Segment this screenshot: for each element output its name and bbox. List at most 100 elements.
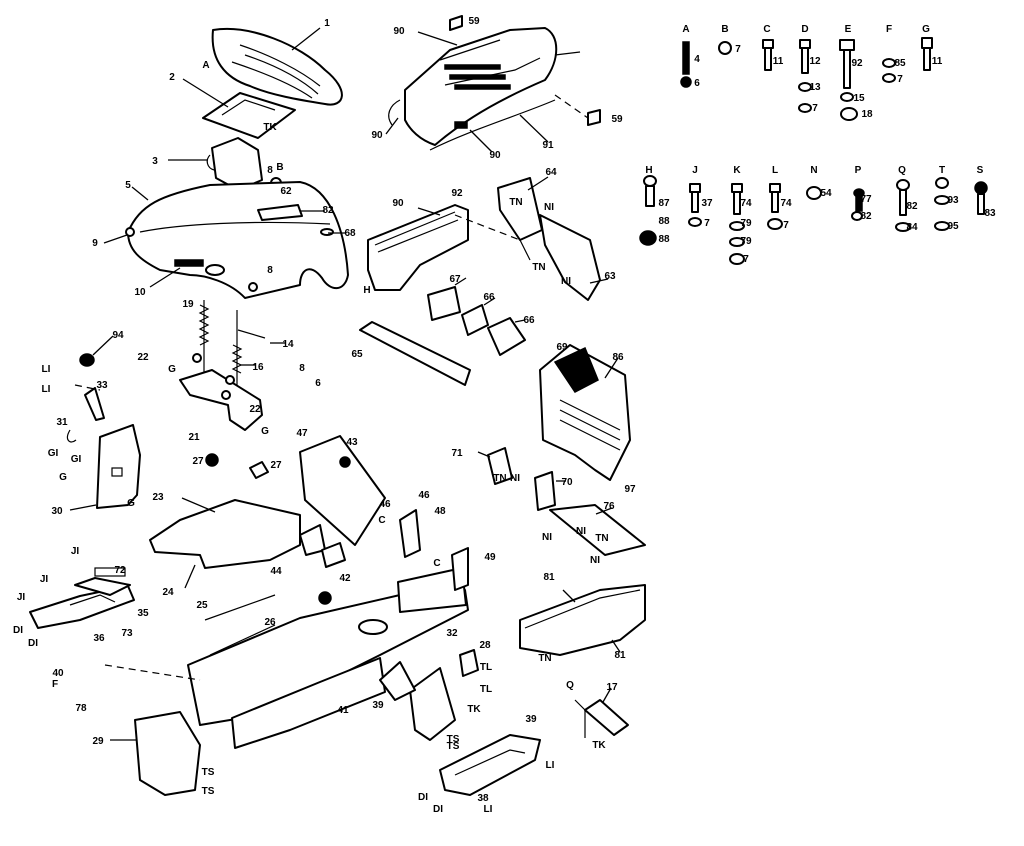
hardware-letter-F: F bbox=[886, 24, 892, 35]
hardware-letter-P: P bbox=[855, 165, 862, 176]
callout-c66b: 66 bbox=[523, 315, 535, 326]
ref-r11: G bbox=[127, 498, 135, 509]
ref-r34: NI bbox=[544, 202, 554, 213]
callout-c40: 40 bbox=[52, 668, 64, 679]
hardware-letter-A: A bbox=[682, 24, 689, 35]
hardware-letter-H: H bbox=[645, 165, 652, 176]
ref-r4: G bbox=[168, 364, 176, 375]
hardware-part-E-2: 18 bbox=[861, 109, 873, 120]
ref-r13: JI bbox=[40, 574, 49, 585]
hardware-part-L-0: 74 bbox=[780, 198, 792, 209]
callout-c38: 38 bbox=[477, 793, 489, 804]
hardware-part-Q-0: 82 bbox=[906, 201, 918, 212]
ref-r25: TS bbox=[447, 741, 460, 752]
step-plate bbox=[549, 504, 646, 556]
hardware-letter-Q: Q bbox=[898, 165, 906, 176]
hardware-part-A-1: 6 bbox=[694, 78, 700, 89]
ref-r5: G bbox=[261, 426, 269, 437]
callout-c72: 72 bbox=[114, 565, 126, 576]
ref-r30: LI bbox=[546, 760, 555, 771]
callout-c82: 82 bbox=[322, 205, 334, 216]
ref-r37: TN bbox=[493, 473, 506, 484]
ref-r1: A bbox=[202, 60, 209, 71]
ref-r40: NI bbox=[576, 526, 586, 537]
fender bbox=[103, 181, 349, 299]
callout-c71: 71 bbox=[451, 448, 463, 459]
callout-c39a: 39 bbox=[372, 700, 384, 711]
ref-r21: C bbox=[433, 558, 440, 569]
callout-c8b: 8 bbox=[267, 165, 273, 176]
callout-c2: 2 bbox=[169, 72, 175, 83]
seat bbox=[211, 27, 343, 106]
callout-c63: 63 bbox=[604, 271, 616, 282]
main-frame bbox=[104, 567, 469, 749]
callout-c46b: 46 bbox=[379, 499, 391, 510]
callout-c90d: 90 bbox=[392, 198, 404, 209]
hardware-letter-D: D bbox=[801, 24, 808, 35]
ref-r17: F bbox=[52, 679, 58, 690]
hardware-letter-C: C bbox=[763, 24, 770, 35]
callout-c39b: 39 bbox=[525, 714, 537, 725]
ref-r9: GI bbox=[71, 454, 82, 465]
callout-c48: 48 bbox=[434, 506, 446, 517]
ref-r36: NI bbox=[561, 276, 571, 287]
callout-c25: 25 bbox=[196, 600, 208, 611]
callout-c23: 23 bbox=[152, 492, 164, 503]
ref-r7: LI bbox=[42, 384, 51, 395]
hardware-part-D-0: 12 bbox=[809, 56, 821, 67]
callout-c73: 73 bbox=[121, 628, 133, 639]
hardware-part-K-1: 79 bbox=[740, 218, 752, 229]
ref-r2: TK bbox=[263, 122, 277, 133]
hardware-part-E-1: 15 bbox=[853, 93, 865, 104]
hardware-letter-L: L bbox=[772, 165, 778, 176]
hardware-part-A-0: 4 bbox=[694, 54, 700, 65]
callout-c47: 47 bbox=[296, 428, 308, 439]
hardware-part-E-0: 92 bbox=[851, 58, 863, 69]
ref-r42: NI bbox=[590, 555, 600, 566]
ref-r32: H bbox=[363, 285, 370, 296]
hardware-part-K-3: 7 bbox=[743, 254, 749, 265]
lift-brackets bbox=[359, 277, 526, 386]
callout-c64: 64 bbox=[545, 167, 557, 178]
callout-c22a: 22 bbox=[137, 352, 149, 363]
ref-r29: LI bbox=[484, 804, 493, 815]
ref-r18: TS bbox=[202, 767, 215, 778]
callout-c81a: 81 bbox=[543, 572, 555, 583]
ref-r43: TN bbox=[538, 653, 551, 664]
ref-r35: TN bbox=[532, 262, 545, 273]
callout-c65: 65 bbox=[351, 349, 363, 360]
callout-c19: 19 bbox=[182, 299, 194, 310]
hardware-part-K-0: 74 bbox=[740, 198, 752, 209]
callout-c90a: 90 bbox=[393, 26, 405, 37]
hardware-part-D-2: 7 bbox=[812, 103, 818, 114]
control-bracket bbox=[497, 176, 609, 301]
hardware-part-N-0: 54 bbox=[820, 188, 832, 199]
callout-c27a: 27 bbox=[192, 456, 204, 467]
callout-c76: 76 bbox=[603, 501, 615, 512]
callout-c28: 28 bbox=[479, 640, 491, 651]
battery-tray bbox=[149, 453, 301, 589]
hardware-letter-S: S bbox=[977, 165, 984, 176]
callout-c90c: 90 bbox=[489, 150, 501, 161]
seat-mount-bracket bbox=[179, 369, 263, 431]
dash-panel bbox=[367, 204, 521, 291]
hardware-part-S-0: 83 bbox=[984, 208, 996, 219]
ref-r12: JI bbox=[71, 546, 80, 557]
left-side-panel bbox=[66, 335, 141, 511]
callout-c59a: 59 bbox=[468, 16, 480, 27]
hardware-part-D-1: 13 bbox=[809, 82, 821, 93]
ref-r16: DI bbox=[28, 638, 38, 649]
left-footrest bbox=[29, 567, 135, 629]
hardware-letter-B: B bbox=[721, 24, 728, 35]
callout-c8a: 8 bbox=[267, 265, 273, 276]
callout-c86: 86 bbox=[612, 352, 624, 363]
ref-r8: GI bbox=[48, 448, 59, 459]
hardware-part-F-1: 7 bbox=[897, 74, 903, 85]
steering-mount bbox=[299, 435, 469, 605]
hardware-part-H-2: 88 bbox=[658, 234, 670, 245]
right-footrest bbox=[439, 734, 541, 796]
hardware-row1 bbox=[680, 37, 933, 121]
hood bbox=[385, 15, 601, 153]
